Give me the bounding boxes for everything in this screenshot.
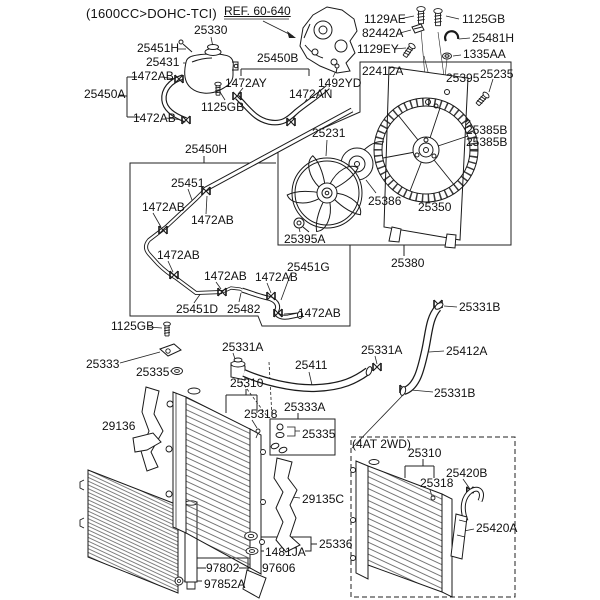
part-label-22412a: 22412A bbox=[362, 64, 404, 78]
part-label-1472ab: 1472AB bbox=[191, 213, 234, 227]
part-label-25331b: 25331B bbox=[459, 300, 501, 314]
part-label-25481h: 25481H bbox=[472, 31, 515, 45]
inset-radiator-art bbox=[351, 460, 482, 598]
part-label-1492yd: 1492YD bbox=[318, 76, 362, 90]
part-label-25420b: 25420B bbox=[446, 466, 488, 480]
engine-assembly-art bbox=[300, 7, 357, 73]
part-label-25451h: 25451H bbox=[137, 41, 180, 55]
part-label-82442a: 82442A bbox=[362, 26, 404, 40]
part-label-25235: 25235 bbox=[480, 67, 514, 81]
part-label-97606: 97606 bbox=[262, 561, 296, 575]
part-label-1472ab: 1472AB bbox=[255, 270, 298, 284]
part-label-1472ab: 1472AB bbox=[157, 248, 200, 262]
part-label-1472ab: 1472AB bbox=[131, 69, 174, 83]
bracket-kit-art bbox=[270, 424, 300, 454]
fan-shroud-art bbox=[374, 67, 478, 248]
part-label-25412a: 25412A bbox=[446, 344, 488, 358]
part-label-25331a: 25331A bbox=[361, 343, 403, 357]
part-label-25336: 25336 bbox=[319, 537, 353, 551]
part-label-1335aa: 1335AA bbox=[463, 47, 506, 61]
part-label-25333: 25333 bbox=[86, 357, 120, 371]
part-label-97802: 97802 bbox=[206, 561, 240, 575]
mounts-art bbox=[160, 321, 259, 555]
part-label-1125gb: 1125GB bbox=[111, 319, 155, 333]
engine-variant-label: (1600CC>DOHC-TCI) bbox=[86, 6, 217, 21]
part-label-1472ay: 1472AY bbox=[225, 76, 267, 90]
part-label-25482: 25482 bbox=[227, 302, 261, 316]
part-label-97852a: 97852A bbox=[204, 577, 246, 591]
part-label-1472an: 1472AN bbox=[289, 87, 333, 101]
reference-label: REF. 60-640 bbox=[224, 4, 291, 18]
part-label-25318: 25318 bbox=[244, 407, 278, 421]
part-label-25420a: 25420A bbox=[476, 521, 518, 535]
part-label-25451d: 25451D bbox=[176, 302, 219, 316]
part-label-1125gb: 1125GB bbox=[201, 100, 245, 114]
part-label-25331b: 25331B bbox=[434, 386, 476, 400]
part-label-25231: 25231 bbox=[312, 126, 346, 140]
part-label-25310: 25310 bbox=[230, 376, 264, 390]
air-guard-art bbox=[133, 387, 163, 471]
radiator-art bbox=[166, 358, 266, 598]
part-label-25411: 25411 bbox=[295, 358, 328, 372]
part-label-1472ab: 1472AB bbox=[142, 200, 185, 214]
part-label-1472ab: 1472AB bbox=[204, 269, 247, 283]
part-label-25385b: 25385B bbox=[466, 123, 508, 137]
part-label-29136: 29136 bbox=[102, 419, 136, 433]
part-label-25450a: 25450A bbox=[84, 87, 126, 101]
part-label-25310: 25310 bbox=[408, 446, 442, 460]
part-label-25333a: 25333A bbox=[284, 400, 326, 414]
part-label-25386: 25386 bbox=[368, 194, 402, 208]
part-label-1129ey: 1129EY bbox=[357, 42, 399, 56]
part-label-25451g: 25451G bbox=[287, 260, 330, 274]
part-label-25431: 25431 bbox=[146, 55, 180, 69]
part-label-1481ja: 1481JA bbox=[265, 545, 306, 559]
part-label-1472ab: 1472AB bbox=[298, 306, 341, 320]
part-label-25318: 25318 bbox=[420, 476, 454, 490]
part-label-25330: 25330 bbox=[194, 23, 228, 37]
inset-variant-label: (4AT 2WD) bbox=[352, 437, 411, 451]
part-label-25450h: 25450H bbox=[185, 142, 228, 156]
side-guard-art bbox=[274, 458, 300, 552]
part-label-29135c: 29135C bbox=[302, 492, 345, 506]
part-label-1125gb: 1125GB bbox=[462, 12, 506, 26]
part-label-25385b: 25385B bbox=[466, 135, 508, 149]
part-label-25335: 25335 bbox=[136, 365, 170, 379]
part-label-25331a: 25331A bbox=[222, 340, 264, 354]
part-label-25395: 25395 bbox=[446, 71, 480, 85]
group-boxes bbox=[119, 62, 515, 597]
part-label-25350: 25350 bbox=[418, 200, 452, 214]
reservoir-tank-art bbox=[164, 40, 238, 120]
part-label-25451: 25451 bbox=[171, 176, 205, 190]
fan-blade-art bbox=[286, 155, 362, 232]
part-label-25335: 25335 bbox=[302, 427, 336, 441]
part-label-25395a: 25395A bbox=[284, 232, 326, 246]
ref-arrowhead bbox=[287, 31, 296, 38]
part-label-1472ab: 1472AB bbox=[133, 111, 176, 125]
part-label-1129ae: 1129AE bbox=[364, 12, 406, 26]
part-label-25380: 25380 bbox=[391, 256, 425, 270]
upper-hoses-art bbox=[204, 87, 352, 190]
part-label-25450b: 25450B bbox=[257, 51, 299, 65]
lower-hoses-art bbox=[244, 301, 444, 396]
